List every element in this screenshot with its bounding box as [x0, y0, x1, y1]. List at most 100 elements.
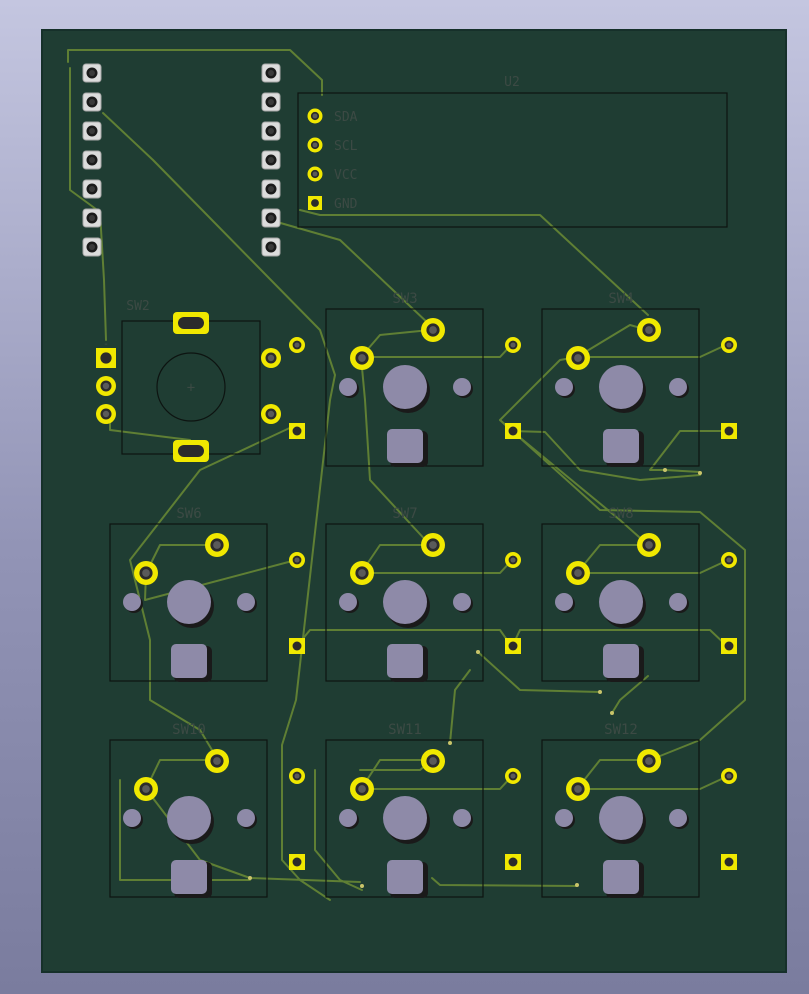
switch-side-hole	[453, 809, 471, 827]
pad-drill	[292, 641, 302, 651]
switch-side-hole	[555, 809, 573, 827]
pad-drill-inner	[89, 186, 95, 192]
sw12-keyswitch[interactable]: SW12	[541, 722, 737, 898]
pad-drill-inner	[429, 757, 437, 765]
sw10-designator: SW10	[172, 722, 206, 738]
pad-drill-inner	[358, 569, 366, 577]
switch-side-hole	[123, 809, 141, 827]
pad-drill-inner	[574, 569, 582, 577]
pad-drill-inner	[510, 342, 516, 348]
pad-drill-inner	[268, 99, 274, 105]
pad-drill-inner	[213, 757, 221, 765]
trace	[67, 49, 323, 96]
sw7-keyswitch[interactable]: SW7	[325, 506, 521, 682]
sw12-designator: SW12	[604, 722, 638, 738]
led-cutout	[387, 860, 423, 894]
switch-side-hole	[339, 809, 357, 827]
pad-drill	[292, 426, 302, 436]
switch-side-hole	[669, 809, 687, 827]
trace	[431, 877, 578, 887]
switch-side-hole	[339, 593, 357, 611]
pad-drill-inner	[574, 354, 582, 362]
switch-side-hole	[555, 593, 573, 611]
pad-drill-inner	[312, 142, 318, 148]
trace	[576, 343, 729, 358]
pad-drill	[100, 352, 112, 364]
pad-drill-inner	[312, 113, 318, 119]
led-cutout	[387, 429, 423, 463]
pad-drill-inner	[89, 99, 95, 105]
pad-drill-inner	[268, 186, 274, 192]
sw8-keyswitch[interactable]: SW8	[541, 506, 737, 682]
sw2-rotary-encoder[interactable]: SW2+-	[96, 299, 305, 462]
trace	[314, 769, 363, 891]
u2-pin-label: SDA	[334, 110, 358, 125]
switch-center-hole	[599, 796, 643, 840]
pad-drill-inner	[726, 773, 732, 779]
pad-drill	[508, 641, 518, 651]
sw4-keyswitch[interactable]: SW4	[541, 291, 737, 467]
pad-drill-inner	[267, 410, 275, 418]
led-cutout	[603, 429, 639, 463]
trace	[109, 419, 191, 441]
switch-center-hole	[383, 796, 427, 840]
trace	[649, 430, 729, 473]
trace	[511, 430, 649, 546]
led-cutout	[171, 644, 207, 678]
pad-drill-inner	[645, 541, 653, 549]
pad-drill-inner	[294, 557, 300, 563]
sw6-keyswitch[interactable]: SW6	[109, 506, 305, 682]
u2-designator: U2	[504, 75, 520, 90]
sw3-keyswitch[interactable]: SW3	[325, 291, 521, 467]
pad-drill	[724, 857, 734, 867]
pad-drill-inner	[510, 773, 516, 779]
switch-side-hole	[339, 378, 357, 396]
trace	[477, 651, 601, 693]
switch-side-hole	[669, 593, 687, 611]
pad-drill-inner	[312, 171, 318, 177]
sw8-designator: SW8	[608, 506, 633, 522]
trace	[299, 209, 649, 316]
u2-pin-label: VCC	[334, 168, 357, 183]
switch-side-hole	[453, 378, 471, 396]
encoder-mount-slot	[178, 445, 204, 457]
sw10-keyswitch[interactable]: SW10	[109, 722, 305, 898]
switch-side-hole	[123, 593, 141, 611]
encoder-knob-outline	[156, 352, 226, 422]
switch-center-hole	[599, 580, 643, 624]
led-cutout	[171, 860, 207, 894]
led-cutout	[603, 860, 639, 894]
vias	[248, 468, 702, 888]
pad-drill-inner	[142, 569, 150, 577]
pad-drill-inner	[268, 244, 274, 250]
trace	[511, 430, 701, 481]
sw4-designator: SW4	[608, 291, 633, 307]
sw11-keyswitch[interactable]: SW11	[325, 722, 521, 898]
pad-drill-inner	[358, 354, 366, 362]
pad-drill-inner	[89, 244, 95, 250]
u2-pin-label: SCL	[334, 139, 358, 154]
pad-drill-inner	[645, 757, 653, 765]
pad-drill	[724, 426, 734, 436]
pad-drill-inner	[89, 70, 95, 76]
pad-drill	[292, 857, 302, 867]
pad-drill-inner	[574, 785, 582, 793]
sw3-designator: SW3	[392, 291, 417, 307]
pad-drill-inner	[429, 541, 437, 549]
pad-drill	[508, 426, 518, 436]
led-cutout	[387, 644, 423, 678]
switch-side-hole	[237, 809, 255, 827]
pad-drill-inner	[294, 773, 300, 779]
sw2-designator: SW2	[126, 299, 149, 314]
pad-drill-inner	[213, 541, 221, 549]
switch-center-hole	[167, 796, 211, 840]
switch-center-hole	[599, 365, 643, 409]
trace	[499, 419, 746, 761]
trace	[129, 424, 297, 761]
pad-drill-inner	[645, 326, 653, 334]
pad-drill-inner	[726, 342, 732, 348]
mcu-header-pins	[82, 63, 281, 257]
